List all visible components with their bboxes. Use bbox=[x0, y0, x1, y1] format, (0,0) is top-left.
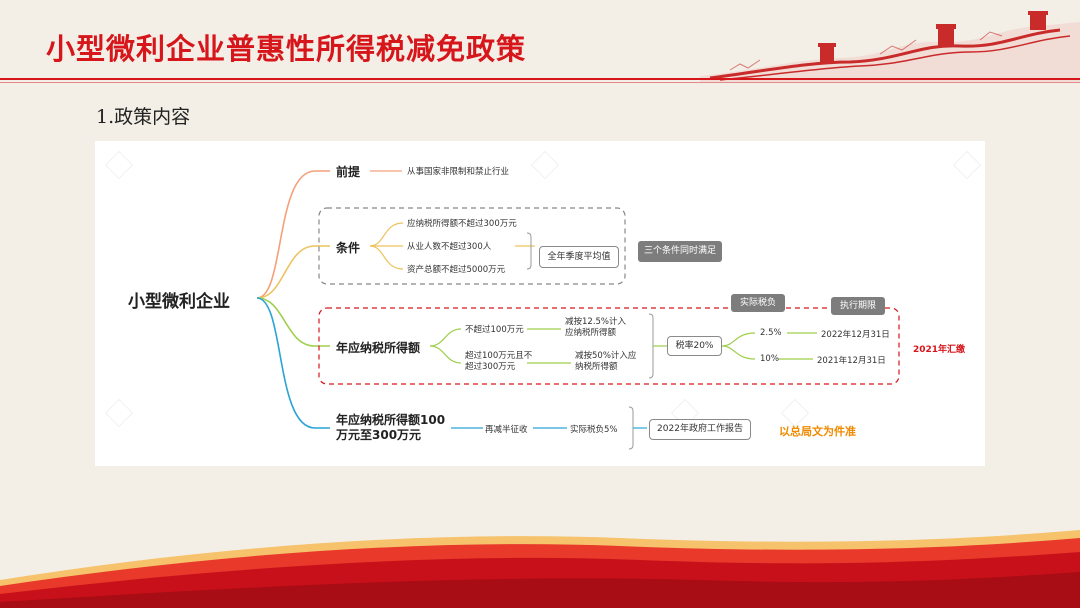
burden-value-1: 2.5% bbox=[760, 328, 782, 338]
actual-burden-5-text: 实际税负5% bbox=[570, 425, 618, 435]
income-tier2-rule: 减按50%计入应 纳税所得额 bbox=[575, 351, 637, 372]
condition-item: 从业人数不超过300人 bbox=[407, 242, 492, 252]
tax-rate-box: 税率20% bbox=[667, 336, 722, 356]
actual-burden-tag: 实际税负 bbox=[731, 294, 785, 312]
deadline-1: 2022年12月31日 bbox=[821, 330, 890, 340]
income-tier1-rule: 减按12.5%计入 应纳税所得额 bbox=[565, 317, 627, 338]
section-label: 1.政策内容 bbox=[96, 106, 191, 128]
deadline-2: 2021年12月31日 bbox=[817, 356, 886, 366]
quarterly-average-box: 全年季度平均值 bbox=[539, 246, 619, 268]
condition-item: 资产总额不超过5000万元 bbox=[407, 265, 506, 275]
premise-text: 从事国家非限制和禁止行业 bbox=[407, 167, 510, 177]
mindmap-connectors bbox=[256, 170, 900, 450]
income-tier1-range: 不超过100万元 bbox=[465, 325, 524, 335]
annual-settlement-note: 2021年汇缴 bbox=[913, 345, 966, 355]
title-rule bbox=[0, 78, 1080, 80]
bottom-red-wave bbox=[0, 530, 1080, 608]
income-label: 年应纳税所得额 bbox=[336, 341, 421, 355]
burden-value-2: 10% bbox=[760, 354, 779, 364]
slide-title: 小型微利企业普惠性所得税减免政策 bbox=[46, 32, 527, 66]
mindmap-root: 小型微利企业 bbox=[128, 292, 230, 312]
conditions-note-tag: 三个条件同时满足 bbox=[638, 241, 722, 262]
mindmap-panel: 小型微利企业 前提 从事国家非限制和禁止行业 条件 应纳税所得额不超过300万元… bbox=[95, 141, 985, 466]
gov-report-box: 2022年政府工作报告 bbox=[649, 419, 751, 440]
title-rule-thin bbox=[0, 82, 1080, 83]
document-standard-note: 以总局文为件准 bbox=[779, 425, 856, 438]
condition-item: 应纳税所得额不超过300万元 bbox=[407, 219, 517, 229]
premise-label: 前提 bbox=[336, 165, 361, 179]
high-income-label: 年应纳税所得额100 万元至300万元 bbox=[336, 413, 446, 442]
income-tier2-range: 超过100万元且不 超过300万元 bbox=[465, 351, 533, 372]
execution-period-tag: 执行期限 bbox=[831, 297, 885, 315]
great-wall-decoration bbox=[700, 11, 1080, 82]
halve-text: 再减半征收 bbox=[485, 425, 528, 435]
conditions-label: 条件 bbox=[336, 241, 361, 255]
